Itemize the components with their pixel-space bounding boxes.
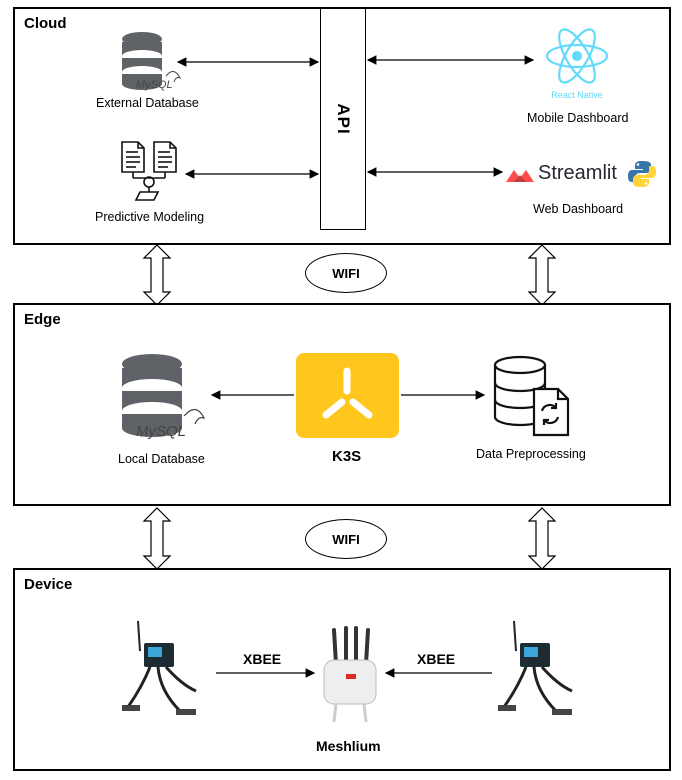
- wifi-oval-top: WIFI: [305, 253, 387, 293]
- react-native-logo-text: React Native: [551, 90, 603, 100]
- data-preprocessing-icon: [493, 355, 570, 437]
- external-database-label: External Database: [96, 96, 199, 110]
- mysql-database-icon: MySQL: [122, 32, 182, 91]
- mobile-dashboard-label: Mobile Dashboard: [527, 111, 629, 125]
- cloud-connectors: [176, 55, 535, 179]
- meshlium-router-icon: [323, 626, 377, 723]
- cloud-title: Cloud: [24, 15, 67, 32]
- sensor-node-left-icon: [122, 620, 197, 715]
- edge-title: Edge: [24, 311, 61, 328]
- streamlit-logo-icon: [506, 170, 534, 182]
- predictive-modeling-icon: [121, 141, 177, 201]
- mysql-logo-text: MySQL: [136, 79, 173, 91]
- web-dashboard-label: Web Dashboard: [533, 202, 624, 216]
- sensor-node-right-icon: [498, 620, 573, 715]
- local-mysql-logo-text: MySQL: [136, 423, 186, 440]
- predictive-modeling-label: Predictive Modeling: [95, 210, 205, 224]
- xbee-right-label: XBEE: [417, 651, 456, 667]
- wifi-oval-bottom: WIFI: [305, 519, 387, 559]
- local-mysql-database-icon: MySQL: [122, 354, 206, 440]
- react-native-icon: React Native: [545, 28, 609, 100]
- local-database-label: Local Database: [118, 452, 205, 466]
- api-box: API: [320, 8, 366, 230]
- meshlium-label: Meshlium: [316, 738, 381, 754]
- streamlit-wordmark: Streamlit: [538, 162, 617, 184]
- k3s-logo-icon: [296, 353, 399, 438]
- device-title: Device: [24, 576, 73, 593]
- xbee-left-label: XBEE: [243, 651, 282, 667]
- k3s-label: K3S: [332, 448, 362, 465]
- python-logo-icon: [628, 161, 656, 187]
- data-preprocessing-label: Data Preprocessing: [476, 447, 586, 461]
